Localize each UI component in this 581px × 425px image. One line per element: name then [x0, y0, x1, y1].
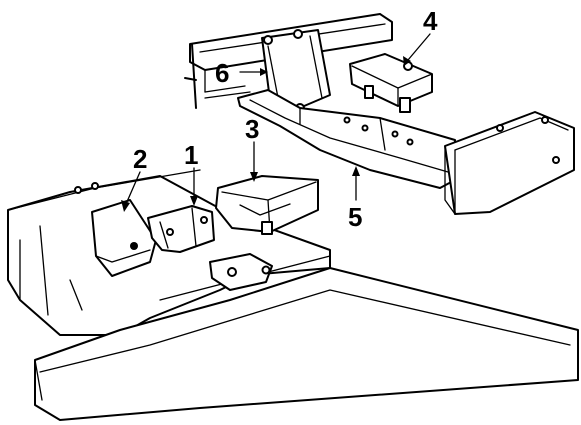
callout-6: 6: [215, 58, 229, 88]
left-engine-bracket: [147, 205, 215, 253]
left-engine-mount: [215, 175, 319, 235]
mount-base-bracket: [209, 253, 273, 291]
callout-3: 3: [245, 114, 259, 144]
left-mount-support: [91, 199, 157, 277]
callout-5: 5: [348, 202, 362, 232]
callout-2: 2: [133, 144, 147, 174]
front-lower-rail: [34, 267, 579, 421]
callout-1: 1: [184, 140, 198, 170]
right-engine-mount: [349, 53, 433, 113]
leader-lines: [121, 33, 431, 212]
crossmember: [237, 89, 456, 189]
lower-frame-structure: [7, 169, 331, 336]
callout-4: 4: [423, 6, 438, 36]
callouts: 1 2 3 4 5 6: [133, 6, 438, 232]
right-frame-rail: [444, 111, 575, 215]
